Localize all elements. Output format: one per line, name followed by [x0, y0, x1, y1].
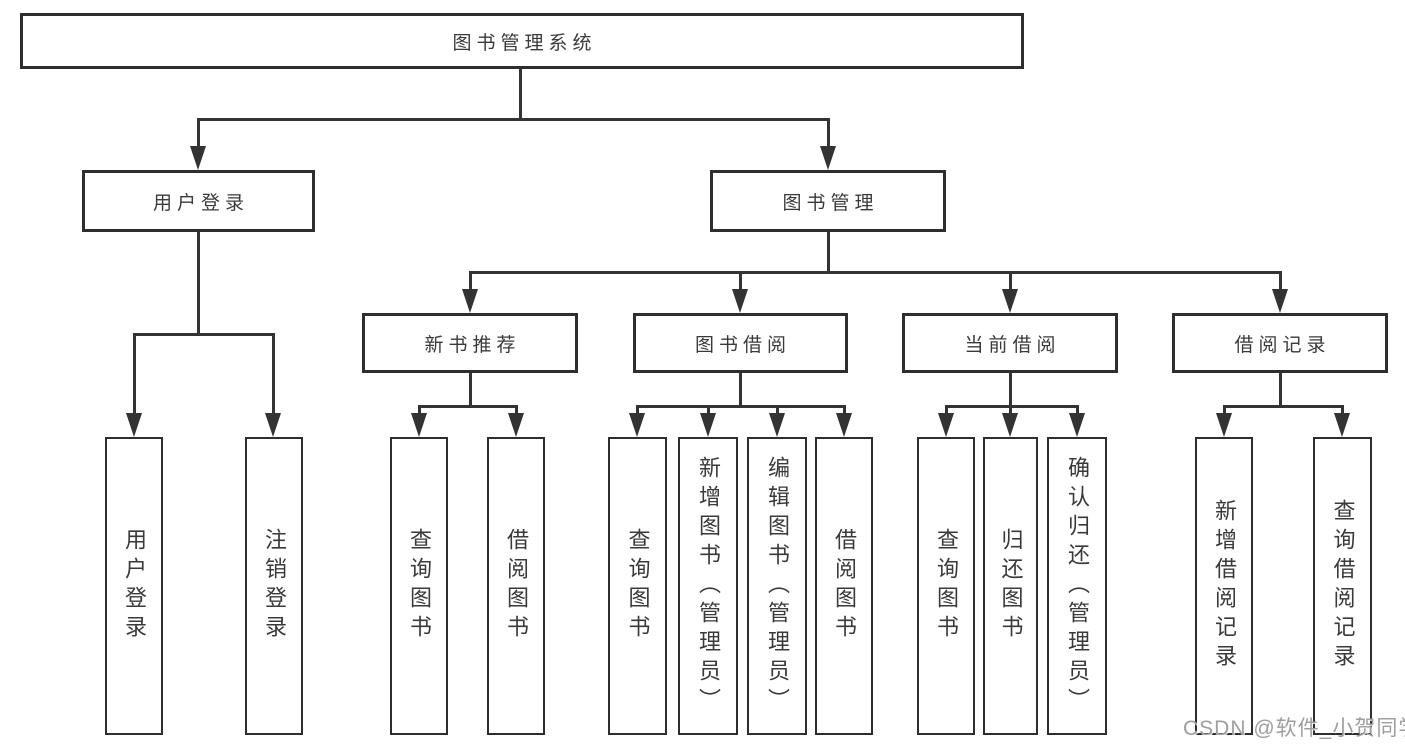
leaf-query-books-2-label: 查询图书	[625, 528, 651, 644]
connector-line	[1279, 373, 1282, 407]
connector-line	[843, 405, 846, 415]
leaf-logout: 注销登录	[245, 437, 303, 735]
connector-line	[469, 373, 472, 407]
connector-line	[945, 405, 948, 415]
connector-line	[1009, 405, 1012, 415]
arrow-down-icon	[265, 413, 281, 437]
connector-line	[827, 118, 830, 148]
node-new-book-rec-label: 新书推荐	[424, 334, 521, 356]
connector-line	[1279, 271, 1282, 291]
leaf-query-books-3-label: 查询图书	[934, 528, 959, 644]
leaf-query-books-1: 查询图书	[390, 437, 448, 735]
connector-line	[1009, 271, 1012, 291]
node-book-borrow-label: 图书借阅	[694, 334, 791, 356]
connector-line	[739, 373, 742, 407]
arrow-down-icon	[1334, 413, 1350, 437]
node-user-login-label: 用户登录	[152, 192, 249, 214]
connector-line	[418, 405, 421, 415]
leaf-query-borrow-record: 查询借阅记录	[1313, 437, 1372, 735]
arrow-down-icon	[126, 413, 142, 437]
connector-line	[739, 271, 742, 291]
arrow-down-icon	[732, 289, 748, 313]
arrow-down-icon	[508, 413, 524, 437]
node-root: 图书管理系统	[20, 13, 1024, 69]
connector-line	[515, 405, 518, 415]
connector-line	[636, 405, 639, 415]
leaf-edit-books-admin-label: 编辑图书（管理员）	[765, 455, 790, 717]
connector-line	[198, 118, 830, 121]
leaf-borrow-books-2-label: 借阅图书	[832, 528, 857, 644]
connector-line	[418, 405, 518, 408]
connector-line	[197, 118, 200, 148]
connector-line	[636, 405, 845, 408]
leaf-borrow-books-2: 借阅图书	[815, 437, 873, 735]
node-borrow-records: 借阅记录	[1172, 313, 1388, 373]
node-book-borrow: 图书借阅	[633, 313, 848, 373]
leaf-user-login: 用户登录	[105, 437, 163, 735]
leaf-borrow-books-1-label: 借阅图书	[504, 528, 529, 644]
connector-line	[1341, 405, 1344, 415]
connector-line	[1223, 405, 1226, 415]
leaf-add-books-admin: 新增图书（管理员）	[678, 437, 738, 735]
leaf-return-books-label: 归还图书	[998, 528, 1024, 644]
node-book-mgmt-label: 图书管理	[782, 192, 879, 214]
connector-line	[469, 271, 1281, 274]
arrow-down-icon	[1002, 413, 1018, 437]
leaf-query-books-3: 查询图书	[917, 437, 975, 735]
node-new-book-rec: 新书推荐	[362, 313, 578, 373]
arrow-down-icon	[190, 146, 206, 170]
arrow-down-icon	[836, 413, 852, 437]
arrow-down-icon	[1216, 413, 1232, 437]
connector-line	[707, 405, 710, 415]
node-user-login: 用户登录	[82, 170, 315, 232]
watermark: CSDN @软件_小贺同学	[1183, 717, 1405, 740]
node-book-mgmt: 图书管理	[710, 170, 946, 232]
arrow-down-icon	[1272, 289, 1288, 313]
connector-line	[469, 271, 472, 291]
leaf-edit-books-admin: 编辑图书（管理员）	[747, 437, 807, 735]
connector-line	[197, 232, 200, 335]
arrow-down-icon	[411, 413, 427, 437]
leaf-return-books: 归还图书	[983, 437, 1038, 735]
leaf-query-borrow-record-label: 查询借阅记录	[1330, 499, 1356, 673]
connector-line	[776, 405, 779, 415]
leaf-add-borrow-record-label: 新增借阅记录	[1212, 499, 1237, 673]
connector-line	[1076, 405, 1079, 415]
arrow-down-icon	[769, 413, 785, 437]
leaf-add-borrow-record: 新增借阅记录	[1195, 437, 1253, 735]
arrow-down-icon	[629, 413, 645, 437]
connector-line	[945, 405, 1078, 408]
arrow-down-icon	[462, 289, 478, 313]
leaf-query-books-1-label: 查询图书	[407, 528, 432, 644]
node-borrow-records-label: 借阅记录	[1234, 334, 1331, 356]
connector-line	[133, 333, 136, 415]
leaf-confirm-return-admin-label: 确认归还（管理员）	[1065, 455, 1090, 717]
node-current-borrow-label: 当前借阅	[964, 334, 1061, 356]
connector-line	[133, 333, 275, 336]
connector-line	[1009, 373, 1012, 407]
leaf-logout-label: 注销登录	[262, 528, 287, 644]
node-current-borrow: 当前借阅	[902, 313, 1118, 373]
leaf-user-login-label: 用户登录	[122, 528, 147, 644]
connector-line	[1223, 405, 1343, 408]
leaf-query-books-2: 查询图书	[608, 437, 667, 735]
arrow-down-icon	[820, 146, 836, 170]
leaf-confirm-return-admin: 确认归还（管理员）	[1047, 437, 1107, 735]
arrow-down-icon	[1002, 289, 1018, 313]
connector-line	[272, 333, 275, 415]
arrow-down-icon	[938, 413, 954, 437]
node-root-label: 图书管理系统	[452, 32, 597, 54]
leaf-borrow-books-1: 借阅图书	[487, 437, 545, 735]
arrow-down-icon	[1069, 413, 1085, 437]
arrow-down-icon	[700, 413, 716, 437]
connector-line	[827, 232, 830, 273]
leaf-add-books-admin-label: 新增图书（管理员）	[696, 455, 721, 717]
connector-line	[519, 69, 522, 119]
